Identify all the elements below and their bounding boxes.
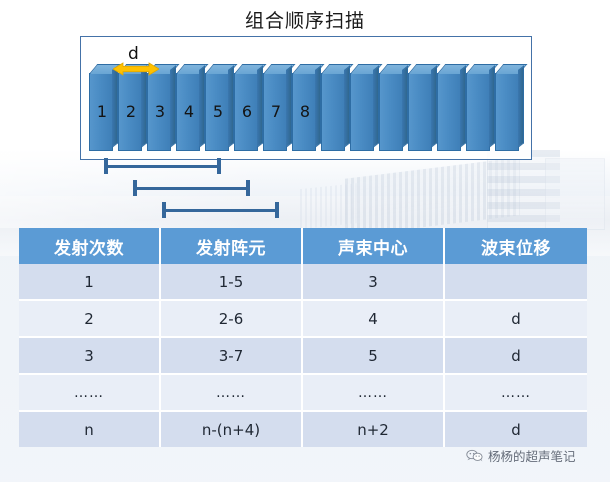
transducer-element xyxy=(408,64,441,151)
transducer-element xyxy=(350,64,383,151)
watermark: 杨杨的超声笔记 xyxy=(466,446,576,465)
table-cell: n+2 xyxy=(303,412,445,447)
table-cell: 2 xyxy=(19,301,161,338)
transducer-element: 4 xyxy=(176,64,209,151)
transducer-element: 5 xyxy=(205,64,238,151)
table-cell: 1-5 xyxy=(161,264,303,301)
bracket-bar xyxy=(136,187,247,190)
table-cell xyxy=(445,264,587,301)
table-cell: …… xyxy=(303,375,445,412)
element-number: 2 xyxy=(125,102,137,121)
table-cell: 2-6 xyxy=(161,301,303,338)
watermark-text: 杨杨的超声笔记 xyxy=(488,449,576,464)
transducer-element xyxy=(321,64,354,151)
table-cell: d xyxy=(445,412,587,447)
aperture-bracket-1 xyxy=(104,158,221,174)
page-title: 组合顺序扫描 xyxy=(244,10,365,32)
element-number: 7 xyxy=(270,102,282,121)
transducer-element: 6 xyxy=(234,64,267,151)
table-row: …………………… xyxy=(19,375,587,412)
bracket-bar xyxy=(165,209,276,212)
transducer-element xyxy=(495,64,528,151)
table-cell: 3 xyxy=(303,264,445,301)
transducer-element: 1 xyxy=(89,64,122,151)
wechat-icon xyxy=(466,449,483,462)
table-cell: 5 xyxy=(303,338,445,375)
double-arrow-horizontal-icon xyxy=(113,62,159,76)
bracket-cap-right xyxy=(246,180,250,196)
bracket-cap-right xyxy=(275,202,279,218)
table-cell: d xyxy=(445,301,587,338)
element-number: 3 xyxy=(154,102,166,121)
element-side-face xyxy=(518,65,524,148)
background-sheen xyxy=(0,150,610,228)
transducer-element xyxy=(437,64,470,151)
transducer-element: 7 xyxy=(263,64,296,151)
transducer-element: 8 xyxy=(292,64,325,151)
table-header-cell-4: 波束位移 xyxy=(445,228,587,264)
table-cell: 3-7 xyxy=(161,338,303,375)
element-number: 8 xyxy=(299,102,311,121)
table-cell: 1 xyxy=(19,264,161,301)
table-header-row: 发射次数发射阵元声束中心波束位移 xyxy=(19,228,587,264)
transducer-element xyxy=(466,64,499,151)
transducer-element: 2 xyxy=(118,64,151,151)
table-cell: 4 xyxy=(303,301,445,338)
element-number: 1 xyxy=(96,102,108,121)
table-header-cell-3: 声束中心 xyxy=(303,228,445,264)
transducer-element: 3 xyxy=(147,64,180,151)
element-number: 5 xyxy=(212,102,224,121)
table-cell: …… xyxy=(19,375,161,412)
aperture-bracket-3 xyxy=(162,202,279,218)
table-cell: …… xyxy=(161,375,303,412)
table-cell: n-(n+4) xyxy=(161,412,303,447)
table-header-cell-1: 发射次数 xyxy=(19,228,161,264)
element-pitch-label: d xyxy=(128,44,139,64)
table-cell: n xyxy=(19,412,161,447)
table-cell: d xyxy=(445,338,587,375)
bracket-cap-right xyxy=(217,158,221,174)
element-number: 4 xyxy=(183,102,195,121)
element-number: 6 xyxy=(241,102,253,121)
bracket-bar xyxy=(107,165,218,168)
table-header-cell-2: 发射阵元 xyxy=(161,228,303,264)
aperture-bracket-2 xyxy=(133,180,250,196)
transducer-element xyxy=(379,64,412,151)
table-cell: 3 xyxy=(19,338,161,375)
table-cell: …… xyxy=(445,375,587,412)
